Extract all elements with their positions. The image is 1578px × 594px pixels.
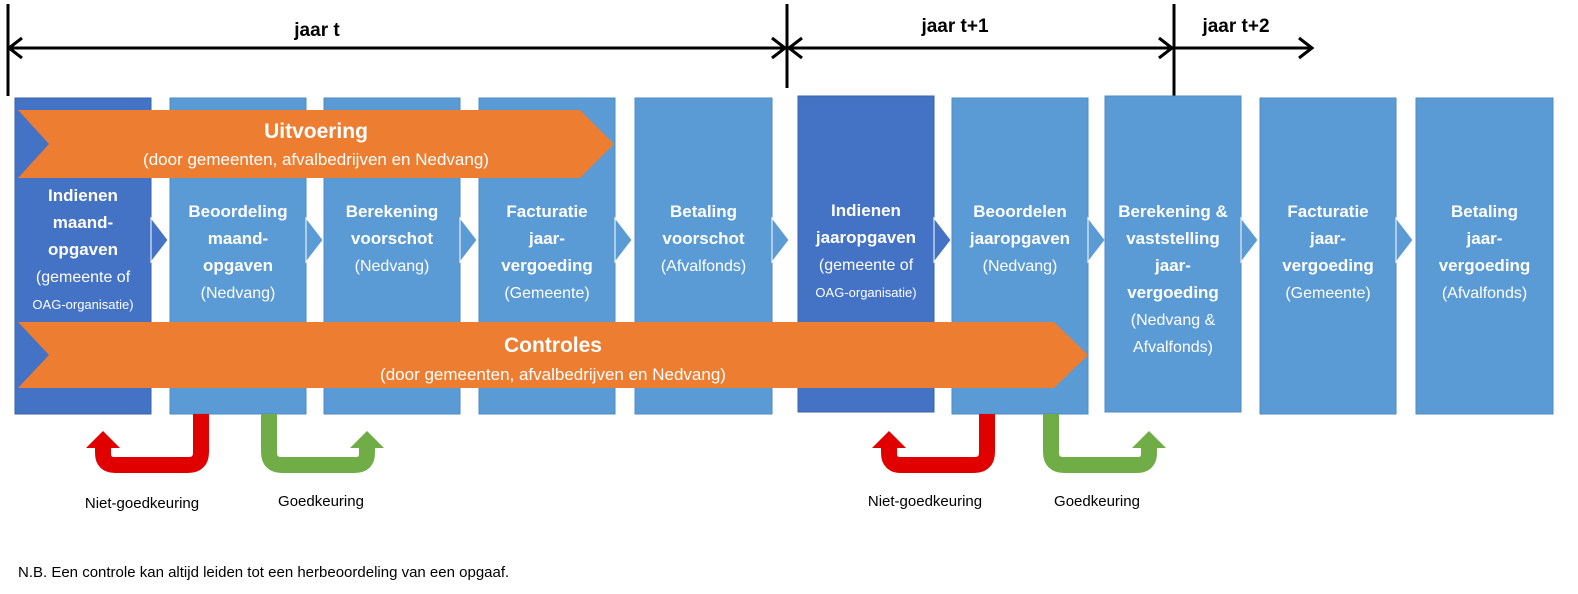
arrowhead-right-2 [1158,36,1175,60]
step-text-line: maand- [208,229,268,248]
uitvoering-banner: Uitvoering (door gemeenten, afvalbedrijv… [18,110,614,178]
timeline [6,4,1315,96]
arrowhead-right-1 [771,36,788,60]
step-text-line: (Gemeente) [504,285,589,302]
reject-arrow [881,414,995,473]
step-text-line: Facturatie [506,202,587,221]
step-text-line: (Afvalfonds) [661,258,746,275]
step-text-line: (Gemeente) [1285,285,1370,302]
reject-arrowhead [872,431,906,448]
feedback-loop-monthly: Niet-goedkeuring Goedkeuring [85,414,384,512]
step-text-line: (Nedvang & [1131,312,1216,329]
step-text-line: (Nedvang) [355,258,430,275]
step-text-line: Berekening & [1118,202,1228,221]
step-text-line: voorschot [351,229,434,248]
step-connector-chevron [150,216,169,264]
period-label-jaar-t2: jaar t+2 [1201,16,1269,37]
approve-label: Goedkeuring [1054,493,1140,510]
step-connector-chevron [459,216,478,264]
controles-subtitle: (door gemeenten, afvalbedrijven en Nedva… [380,365,726,384]
step-connector-chevron [1395,216,1414,264]
step-text-line: jaar- [1154,256,1191,275]
reject-label: Niet-goedkeuring [868,493,982,510]
step-text-line: vaststelling [1126,229,1220,248]
step-connector-chevron [614,216,633,264]
step-text-line: opgaven [48,240,118,259]
reject-label: Niet-goedkeuring [85,495,199,512]
step-text-line: jaar- [528,229,565,248]
step-connector-chevron [1087,216,1106,264]
step-text-line: Beoordelen [973,202,1067,221]
step-text-line: Betaling [1451,202,1518,221]
step-text-line: voorschot [662,229,745,248]
step-text-line: vergoeding [1127,283,1219,302]
step-connector-chevron [305,216,324,264]
period-label-jaar-t1: jaar t+1 [920,16,989,37]
step-text-line: Facturatie [1287,202,1368,221]
step-text-line: jaaropgaven [969,229,1070,248]
step-text-line: OAG-organisatie) [815,285,916,300]
step-text-line: Afvalfonds) [1133,339,1213,356]
approve-arrow [261,414,375,473]
approve-arrowhead [350,431,384,448]
step-box [1415,97,1554,415]
step-text-line: vergoeding [1439,256,1531,275]
step-text-line: opgaven [203,256,273,275]
step-text-line: jaar- [1309,229,1346,248]
step-facturatie-jaarvergoeding-2: Facturatie jaar-vergoeding (Gemeente) [1259,97,1414,415]
period-label-jaar-t: jaar t [293,20,340,41]
reject-arrowhead [86,431,120,448]
arrowhead-right-3 [1298,36,1315,60]
uitvoering-chevron [18,110,614,178]
approve-arrowhead [1132,431,1166,448]
feedback-loop-yearly: Niet-goedkeuring Goedkeuring [868,414,1166,510]
step-text-line: vergoeding [501,256,593,275]
step-connector-chevron [1240,216,1259,264]
controles-chevron [18,322,1088,388]
step-text-line: (gemeente of [36,269,131,286]
step-text-line: (Nedvang) [983,258,1058,275]
step-connector-chevron [933,216,952,264]
footnote: N.B. Een controle kan altijd leiden tot … [18,564,510,581]
step-box [1259,97,1397,415]
step-text-line: (Afvalfonds) [1442,285,1527,302]
step-betaling-jaarvergoeding: Betaling jaar-vergoeding (Afvalfonds) [1415,97,1554,415]
step-text-line: jaar- [1466,229,1503,248]
step-text-line: Indienen [48,186,118,205]
step-text-line: OAG-organisatie) [32,297,133,312]
step-text-line: (Nedvang) [201,285,276,302]
step-text-line: jaaropgaven [815,228,916,247]
controles-title: Controles [504,334,602,357]
arrowhead-left-1 [6,36,23,60]
arrowhead-left-2 [786,36,803,60]
step-text-line: vergoeding [1282,256,1374,275]
controles-banner: Controles (door gemeenten, afvalbedrijve… [18,322,1088,388]
approve-label: Goedkeuring [278,493,364,510]
step-connector-chevron [771,216,790,264]
reject-arrow [95,414,209,473]
uitvoering-subtitle: (door gemeenten, afvalbedrijven en Nedva… [143,150,489,169]
step-text-line: Betaling [670,202,737,221]
step-berekening-vaststelling: Berekening & vaststelling jaar-vergoeding (… [1104,95,1259,413]
step-text-line: maand- [53,213,113,232]
step-text-line: Beoordeling [188,202,287,221]
step-box [1104,95,1242,413]
step-text-line: Indienen [831,201,901,220]
uitvoering-title: Uitvoering [264,120,368,143]
approve-arrow [1043,414,1157,473]
step-text-line: (gemeente of [819,257,914,274]
step-text-line: Berekening [346,202,439,221]
